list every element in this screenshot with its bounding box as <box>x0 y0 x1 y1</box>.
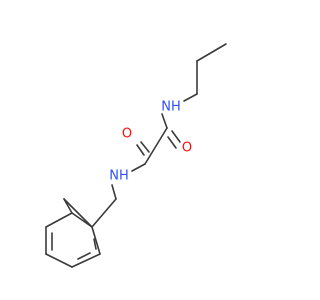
bond-c-o-right-b <box>167 136 177 149</box>
ring-bond-4 <box>45 253 73 268</box>
ring-double-3 <box>77 252 91 260</box>
bond-nh-ch2 <box>111 184 117 200</box>
bonds <box>45 43 227 268</box>
bond-ch2-ring <box>91 198 117 228</box>
bond-c-nh-bottom <box>131 163 146 172</box>
ring-bond-2 <box>91 226 101 255</box>
bond-c-o-left-b <box>140 141 150 153</box>
bond-nh-top-c <box>161 113 168 129</box>
ring-bond-7 <box>71 212 93 228</box>
molecule-structure: NH O O NH <box>45 43 227 268</box>
atom-n-bottom: NH <box>109 169 129 184</box>
ring-double-1 <box>93 238 97 250</box>
atom-labels: NH O O NH <box>109 100 192 184</box>
bond-butyl-3 <box>183 93 198 102</box>
bond-methyl <box>63 198 73 214</box>
ring-bond-6 <box>45 212 73 228</box>
ring-bond-1 <box>63 198 93 228</box>
bond-c-c-oxalyl <box>144 127 168 165</box>
bond-c-o-left-a <box>136 144 145 156</box>
atom-n-top: NH <box>161 100 181 115</box>
bond-c-o-right-a <box>171 130 181 143</box>
ring-bond-3 <box>71 253 101 268</box>
atom-o-left: O <box>122 127 132 142</box>
bond-butyl-1 <box>196 43 227 62</box>
atom-o-right: O <box>182 141 192 156</box>
